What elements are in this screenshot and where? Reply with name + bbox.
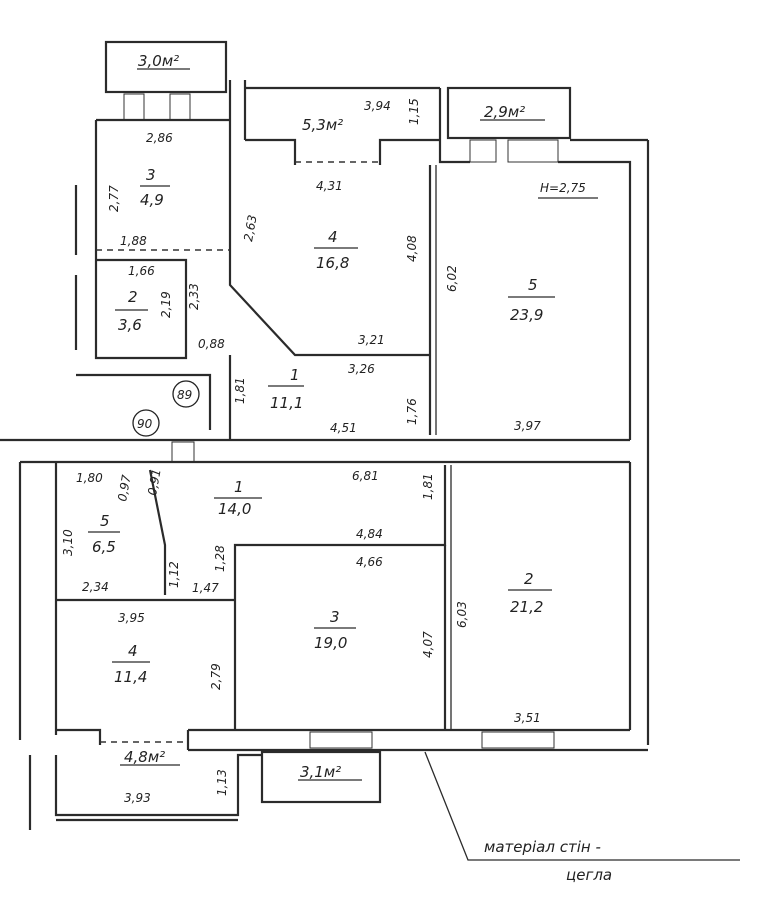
upper-room2-area: 3,6 (118, 316, 142, 334)
balcony-top-mid-side: 1,15 (407, 98, 421, 125)
lower-apartment: 90 4,8м² 3,1м² 1,13 3,93 1 14,0 (0, 409, 648, 830)
wall-seg-a (245, 138, 297, 165)
right-outer-upper (558, 160, 632, 440)
room3-wall (233, 465, 447, 600)
dim-lr1-mid: 4,84 (356, 527, 383, 541)
room3-room2-outer-wall (94, 120, 188, 360)
balcony-top-left-area: 3,0м² (138, 52, 179, 70)
entrance-door (171, 441, 195, 463)
wall-seg-c (438, 140, 470, 164)
entrance-wall (76, 373, 212, 430)
dim-lr5-top: 1,80 (76, 471, 103, 485)
dim-r2-top: 1,66 (128, 264, 155, 278)
lower-room2-area: 21,2 (510, 598, 543, 616)
window-top-right-2 (507, 139, 559, 163)
balcony-bottom-left-area: 4,8м² (124, 748, 165, 766)
dim-r1-side: 1,81 (233, 377, 247, 404)
dim-r4-bottom: 3,21 (358, 333, 385, 347)
dim-lr3-side: 4,07 (421, 631, 435, 658)
dim-lr5-d2: 0,91 (145, 468, 163, 497)
lower-room1-area: 14,0 (218, 500, 251, 518)
window-top-right-1 (469, 139, 497, 163)
dim-balc-bottom: 3,93 (124, 791, 151, 805)
window-top-left-1 (123, 93, 145, 121)
dim-lr5-side: 3,10 (61, 529, 75, 556)
lower-room3-area: 19,0 (314, 634, 347, 652)
dim-r5-bottom: 3,97 (514, 419, 541, 433)
balcony-top-mid-dim: 3,94 (364, 99, 391, 113)
dim-lr5-bottom: 2,34 (82, 580, 109, 594)
window-bottom-2 (481, 731, 555, 749)
dim-lr1-side: 1,81 (421, 473, 435, 500)
upper-room2-num: 2 (128, 288, 138, 306)
balcony-top-left (104, 40, 228, 94)
dim-r1-bottom: 4,51 (330, 421, 357, 435)
dim-r4-side: 4,08 (405, 235, 419, 262)
dim-r2-side2: 2,33 (187, 283, 201, 310)
left-balcony (54, 753, 262, 817)
dim-lr5-b: 1,28 (213, 545, 227, 572)
room2-wall (96, 258, 188, 350)
upper-room5-area: 23,9 (510, 306, 543, 324)
lower-room4-num: 4 (128, 642, 138, 660)
lower-room2-num: 2 (524, 570, 534, 588)
dim-lr4-top: 3,95 (118, 611, 145, 625)
apartment-90-label: 90 (137, 417, 153, 431)
upper-room4-num: 4 (328, 228, 338, 246)
lower-room5-num: 5 (100, 512, 110, 530)
apartment-90-marker (132, 409, 160, 437)
dim-r3-side: 2,77 (107, 185, 121, 212)
upper-room5-num: 5 (528, 276, 538, 294)
window-bottom-1 (309, 731, 373, 749)
dim-r1-top: 3,26 (348, 362, 375, 376)
dim-lr5-c: 1,47 (192, 581, 219, 595)
dim-balc-side: 1,13 (215, 769, 229, 796)
dim-r2-side1: 2,19 (159, 291, 173, 318)
wall-r5-diag (148, 469, 167, 595)
dim-r3-bottom: 1,88 (120, 234, 147, 248)
upper-apartment: 3,0м² 5,3м² 3,94 1,15 2,9м² (74, 40, 650, 745)
balcony-bottom-mid (260, 750, 382, 804)
dim-lr4-side: 2,79 (209, 663, 223, 690)
balcony-top-mid-area: 5,3м² (302, 116, 343, 134)
dim-r1-side2: 1,76 (405, 398, 419, 425)
dim-lr2-bottom: 3,51 (514, 711, 541, 725)
dim-r3-top: 2,86 (146, 131, 173, 145)
apartment-89-marker (172, 380, 200, 408)
upper-room3-area: 4,9 (140, 191, 164, 209)
dim-lr5-a: 1,12 (167, 561, 181, 588)
lower-room1-num: 1 (234, 478, 244, 496)
balcony-bottom-mid-area: 3,1м² (300, 763, 341, 781)
upper-room4-area: 16,8 (316, 254, 349, 272)
apartment-89-label: 89 (177, 388, 192, 402)
lower-room3-num: 3 (330, 608, 340, 626)
dim-lr2-side: 6,03 (455, 601, 469, 628)
dim-r4-diag: 2,63 (241, 214, 259, 243)
wall-seg-b (378, 138, 440, 165)
balcony-top-right (446, 86, 572, 140)
window-top-left-2 (169, 93, 191, 121)
dim-lr1-top: 6,81 (352, 469, 379, 483)
bottom-left-seg (56, 728, 102, 745)
dim-lr3-top: 4,66 (356, 555, 383, 569)
room4-wall-diag (228, 165, 430, 357)
upper-room1-num: 1 (290, 366, 300, 384)
dim-r4-top: 4,31 (316, 179, 343, 193)
note-leader (424, 751, 740, 861)
dim-r5-side: 6,02 (445, 265, 459, 292)
note-line2: цегла (566, 866, 612, 884)
upper-room3-num: 3 (146, 166, 156, 184)
dim-r2-bottom: 0,88 (198, 337, 225, 351)
dim-lr5-d1: 0,97 (115, 473, 133, 502)
lower-room5-area: 6,5 (92, 538, 116, 556)
balcony-top-right-area: 2,9м² (484, 103, 525, 121)
ceiling-height: H=2,75 (540, 181, 586, 195)
note-line1: матеріал стін - (484, 838, 601, 856)
lower-room4-area: 11,4 (114, 668, 147, 686)
upper-room1-area: 11,1 (270, 394, 303, 412)
